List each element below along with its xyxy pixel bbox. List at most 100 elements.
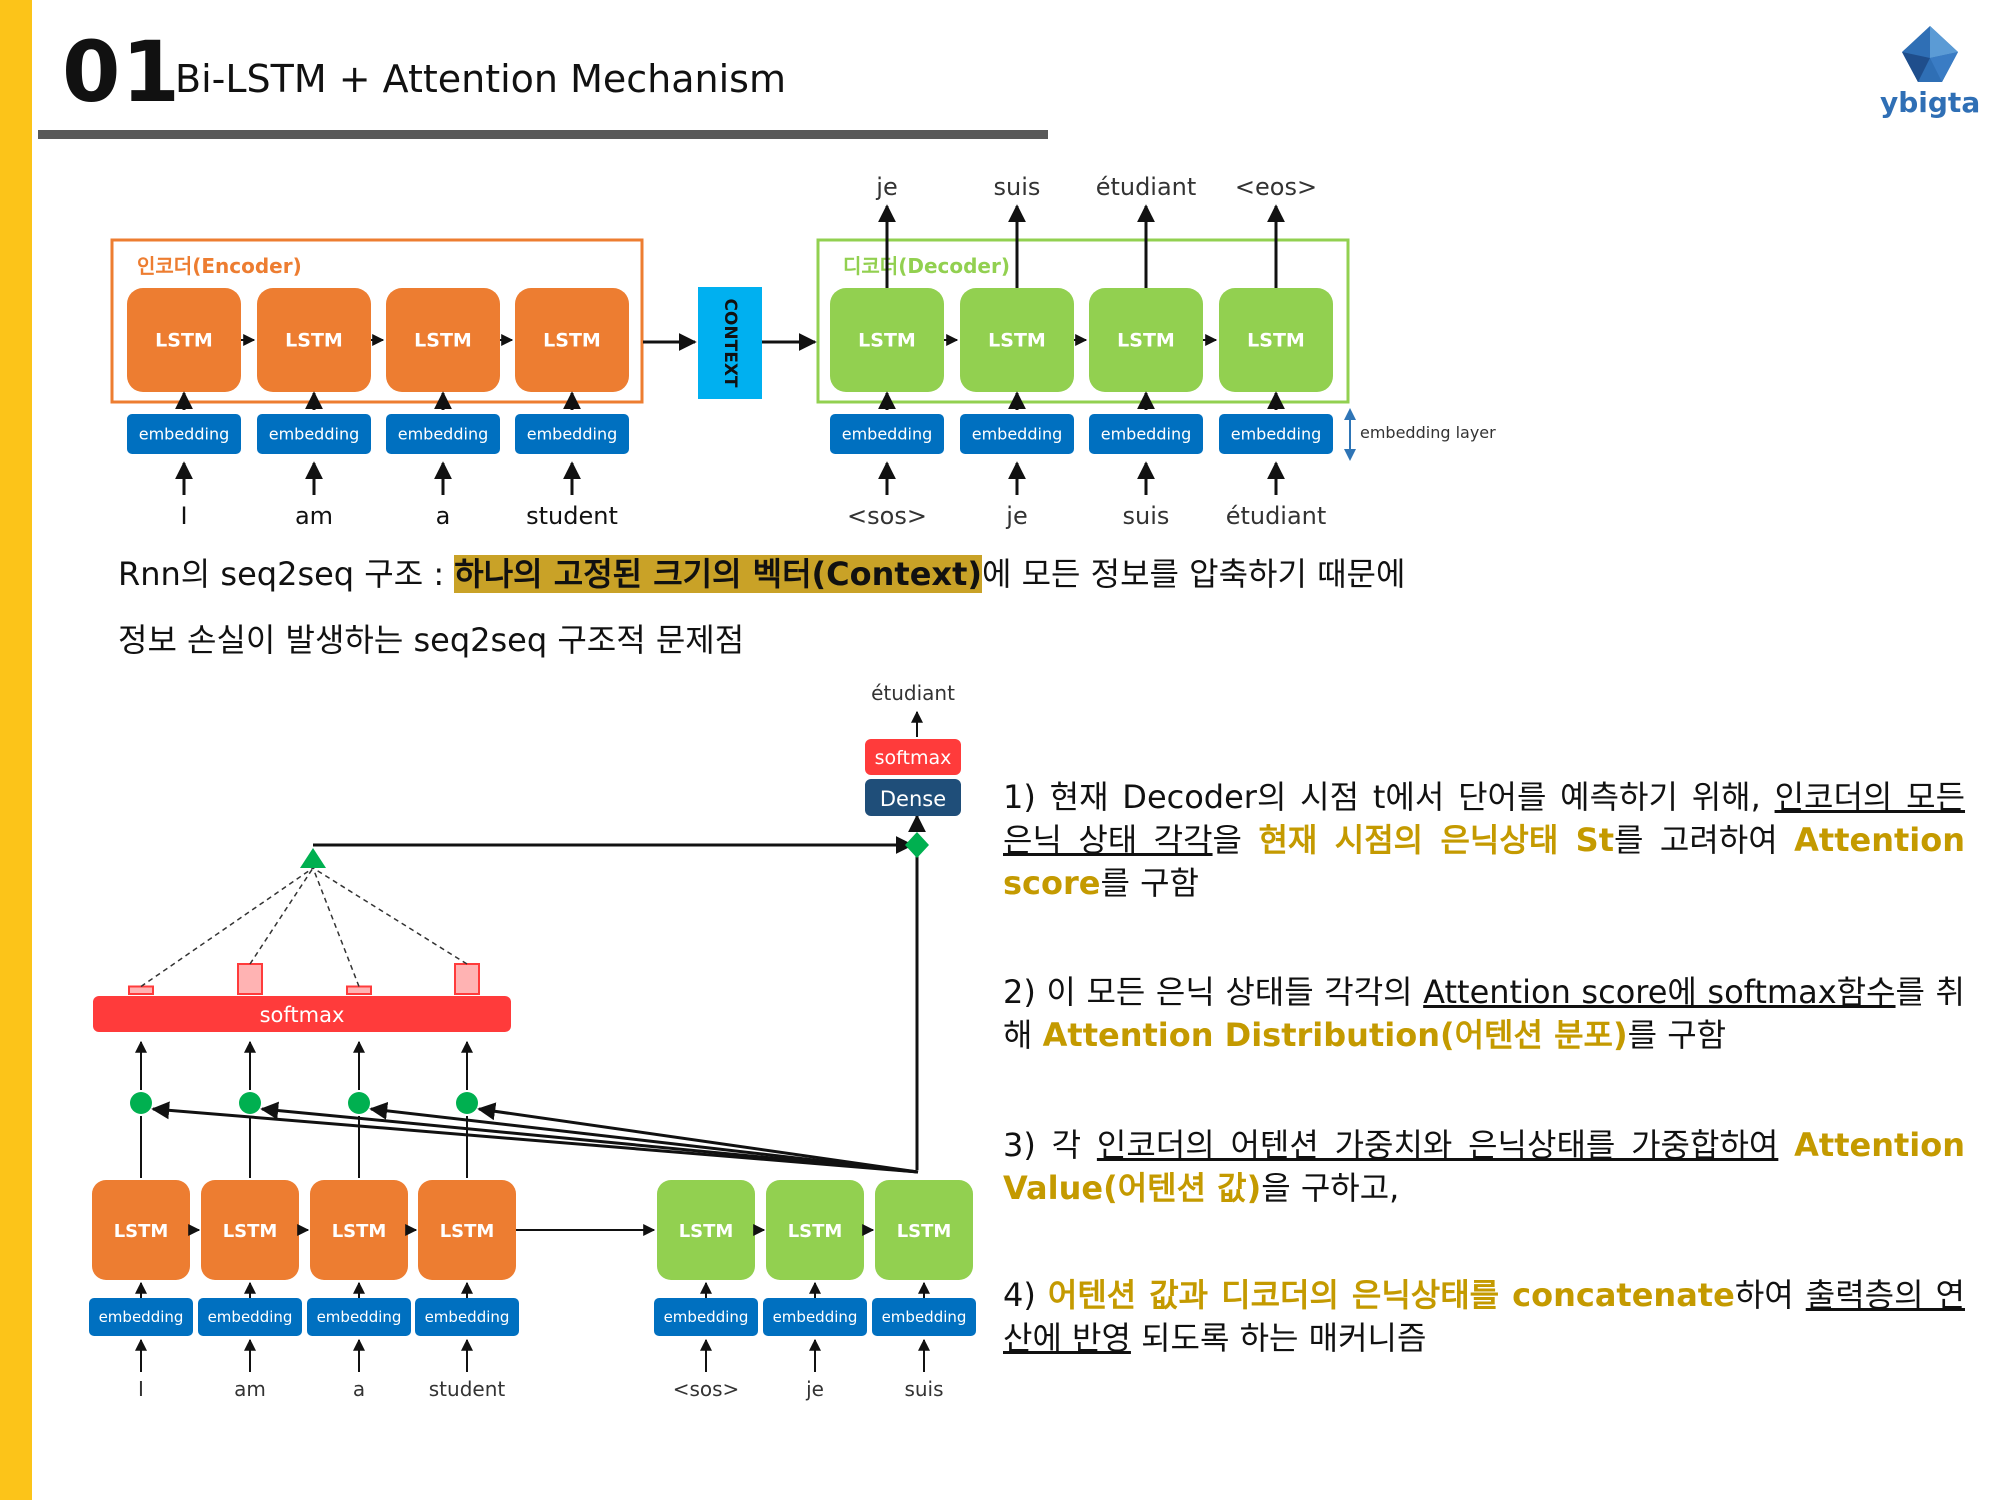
section-number: 01 <box>62 23 181 121</box>
step-text-segment: Attention Distribution(어텐션 분포) <box>1042 1016 1628 1054</box>
step-text-segment: 출력층의 연산에 반영 <box>1003 1276 1965 1357</box>
decoder-output-word: <eos> <box>1235 173 1317 201</box>
attn-decoder-lstm-cell-label: LSTM <box>679 1221 734 1242</box>
decoder-lstm-cell-label: LSTM <box>858 330 916 352</box>
attn-decoder-embedding-label: embedding <box>773 1308 858 1326</box>
step-text-segment: 2) 이 모든 은닉 상태들 각각의 <box>1003 973 1424 1011</box>
encoder-lstm-cell-label: LSTM <box>155 330 213 352</box>
encoder-label: 인코더(Encoder) <box>137 254 302 278</box>
encoder-lstm-cell-label: LSTM <box>285 330 343 352</box>
attn-encoder-embedding-label: embedding <box>208 1308 293 1326</box>
attn-decoder-embedding-label: embedding <box>882 1308 967 1326</box>
decoder-lstm-cell-label: LSTM <box>1247 330 1305 352</box>
attention-score-node <box>239 1092 261 1114</box>
bottom-attention-diagram: LSTMembeddingILSTMembeddingamLSTMembeddi… <box>89 681 976 1401</box>
attn-encoder-embedding <box>89 1298 193 1336</box>
step-text-segment: 인코더의 어텐션 가중치와 은닉상태를 가중합하여 <box>1096 1126 1779 1164</box>
step-4: 4) 어텐션 값과 디코더의 은닉상태를 concatenate하여 출력층의 … <box>1003 1274 1965 1360</box>
caption-highlight: 하나의 고정된 크기의 벡터(Context) <box>454 555 982 593</box>
attn-encoder-input-word: a <box>353 1377 365 1401</box>
attn-encoder-lstm-cell <box>92 1180 190 1280</box>
decoder-lstm-cell-label: LSTM <box>1117 330 1175 352</box>
encoder-lstm-cell <box>515 288 629 392</box>
caption-line-1-suffix: 에 모든 정보를 압축하기 때문에 <box>982 555 1406 593</box>
decoder-output-word: je <box>875 173 897 201</box>
step-text-segment: 를 구함 <box>1100 864 1199 902</box>
step-text-segment: Attention Value(어텐션 값) <box>1003 1126 1965 1207</box>
decoder-embedding-label: embedding <box>972 425 1062 444</box>
encoder-embedding-label: embedding <box>527 425 617 444</box>
attn-encoder-embedding-label: embedding <box>317 1308 402 1326</box>
step-text-segment: 을 구하고, <box>1261 1169 1400 1207</box>
step-text-segment: 3) 각 <box>1003 1126 1097 1164</box>
attn-decoder-lstm-cell <box>875 1180 973 1280</box>
encoder-embedding-label: embedding <box>269 425 359 444</box>
attn-decoder-embedding <box>872 1298 976 1336</box>
decoder-input-word: je <box>1005 502 1027 530</box>
attention-score-node <box>130 1092 152 1114</box>
encoder-lstm-cell-label: LSTM <box>543 330 601 352</box>
decoder-output-word: suis <box>994 173 1041 201</box>
caption-line-1: Rnn의 seq2seq 구조 : 하나의 고정된 크기의 벡터(Context… <box>118 555 1406 593</box>
encoder-frame <box>110 238 644 404</box>
attn-encoder-input-word: am <box>234 1377 266 1401</box>
dense-layer <box>865 779 961 816</box>
embedding-layer-label: embedding layer <box>1360 423 1496 442</box>
encoder-lstm-cell <box>127 288 241 392</box>
encoder-embedding <box>127 414 241 454</box>
encoder-input-word: am <box>295 502 333 530</box>
encoder-embedding <box>515 414 629 454</box>
title-underline <box>38 130 1048 139</box>
decoder-frame <box>816 238 1350 404</box>
decoder-embedding-label: embedding <box>842 425 932 444</box>
attn-encoder-lstm-cell-label: LSTM <box>332 1221 387 1242</box>
decoder-embedding-label: embedding <box>1101 425 1191 444</box>
encoder-input-word: student <box>526 502 618 530</box>
attn-encoder-lstm-cell-label: LSTM <box>114 1221 169 1242</box>
attention-softmax-bar <box>93 996 511 1032</box>
attention-weight-bar <box>237 963 263 995</box>
encoder-lstm-cell <box>257 288 371 392</box>
attn-decoder-input-word: je <box>805 1377 824 1401</box>
step-text-segment: 인코더의 모든 은닉 상태 각각 <box>1003 778 1966 859</box>
attn-decoder-input-word: <sos> <box>673 1377 740 1401</box>
step-text-segment: 현재 시점의 은닉상태 St <box>1258 821 1615 859</box>
attention-weight-bar <box>128 985 154 995</box>
decoder-state-to-score-arrow <box>477 1102 919 1174</box>
concat-node <box>905 832 929 858</box>
attention-softmax-label: softmax <box>260 1003 345 1027</box>
step-text-segment: 하여 <box>1734 1276 1806 1314</box>
caption-line-2: 정보 손실이 발생하는 seq2seq 구조적 문제점 <box>118 621 745 659</box>
attention-weight-bar <box>454 963 480 995</box>
attention-score-node <box>456 1092 478 1114</box>
step-1: 1) 현재 Decoder의 시점 t에서 단어를 예측하기 위해, 인코더의 … <box>1003 776 1965 905</box>
decoder-embedding-label: embedding <box>1231 425 1321 444</box>
attn-decoder-lstm-cell <box>766 1180 864 1280</box>
encoder-input-word: I <box>180 502 187 530</box>
step-text-segment <box>1778 1126 1794 1164</box>
step-text-segment: 을 <box>1212 821 1259 859</box>
caption-line-1-prefix: Rnn의 seq2seq 구조 : <box>118 555 455 593</box>
step-text-segment: 를 구함 <box>1627 1016 1727 1054</box>
encoder-embedding-label: embedding <box>139 425 229 444</box>
decoder-lstm-cell <box>830 288 944 392</box>
decoder-embedding <box>960 414 1074 454</box>
encoder-lstm-cell <box>386 288 500 392</box>
decoder-label: 디코더(Decoder) <box>843 254 1010 278</box>
attention-value-node <box>300 848 326 868</box>
attn-encoder-input-word: student <box>429 1377 506 1401</box>
context-label: CONTEXT <box>720 298 740 387</box>
logo-text: ybigta <box>1880 86 1981 119</box>
weighted-sum-dashed-line <box>249 867 314 965</box>
attn-encoder-embedding <box>415 1298 519 1336</box>
output-word: étudiant <box>871 681 955 705</box>
attn-encoder-lstm-cell <box>201 1180 299 1280</box>
step-text-segment: Attention score <box>1003 821 1966 902</box>
attn-decoder-lstm-cell-label: LSTM <box>788 1221 843 1242</box>
encoder-embedding <box>386 414 500 454</box>
decoder-embedding <box>1219 414 1333 454</box>
step-text-segment: 를 고려하여 <box>1614 821 1795 859</box>
decoder-input-word: étudiant <box>1226 502 1327 530</box>
step-text-segment: Attention score에 softmax함수 <box>1423 973 1896 1011</box>
